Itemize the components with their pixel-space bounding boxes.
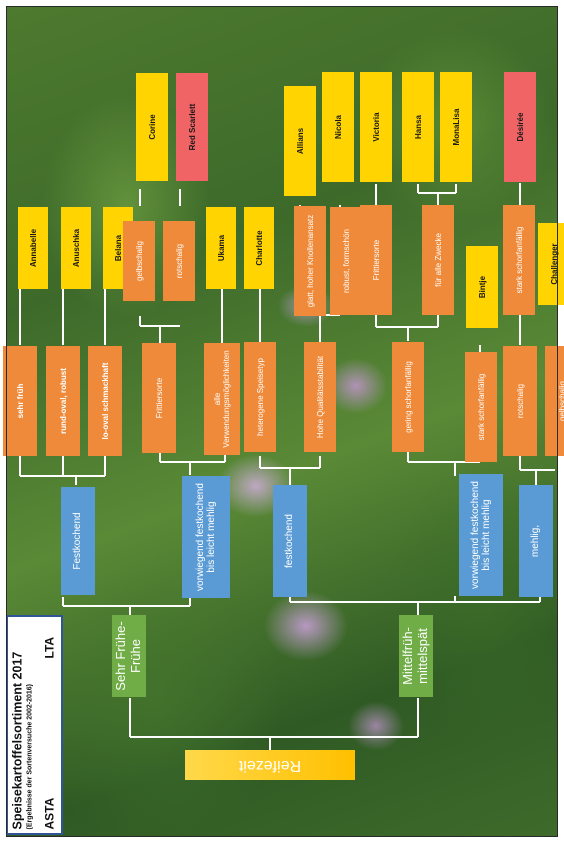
trait-lo-oval-schmackhaft: lo-oval schmackhaft xyxy=(88,346,122,456)
trait-alle-verwendungsmoeglichkeiten: alle Verwendungsmöglichkeiten xyxy=(204,343,240,455)
trait-stark-schorfanfaellig-1: stark schorfanfällig xyxy=(465,352,497,462)
trait-robust-formschoen: robust, formschön xyxy=(330,207,362,315)
trait-rund-oval-robust: rund-oval, robust xyxy=(46,346,80,456)
page-subtitle: (Ergebnisse der Sortenversuche 2002-2016… xyxy=(26,683,34,830)
trait-rotschalig-1: rotschalig xyxy=(163,221,195,301)
variety-challenger: Challenger xyxy=(538,223,564,305)
trait-sehr-frueh: sehr früh xyxy=(3,346,37,456)
cooking-mehlig-late: mehlig, xyxy=(519,485,553,597)
variety-desiree: Désirée xyxy=(504,72,536,182)
page-title: Speisekartoffelsortiment 2017 xyxy=(10,651,25,830)
variety-corine: Corine xyxy=(136,73,168,181)
cooking-vorwiegend-early: vorwiegend festkochend bis leicht mehlig xyxy=(182,476,230,598)
trait-heterogene-speisetyp: heterogene Speisetyp xyxy=(244,342,276,452)
trait-gelbschalig-1: gelbschalig xyxy=(123,221,155,301)
cooking-festkochend-late: festkochend xyxy=(273,485,307,597)
maturity-mittelfrueh-mittelspaet: Mittelfrüh-mittelspät xyxy=(399,615,433,697)
trait-gelbschalig-2: gelbschalig xyxy=(545,346,564,456)
org-asta: ASTA xyxy=(42,797,57,830)
variety-annabelle: Annabelle xyxy=(18,207,48,289)
trait-glatt-hoher-knollenansatz: glatt, hoher Knollenansatz xyxy=(294,206,326,316)
trait-hohe-qualitaetsstabilitaet: Hohe Qualitätsstabilität xyxy=(304,342,336,452)
variety-allians: Allians xyxy=(284,86,316,196)
variety-charlotte: Charlotte xyxy=(244,207,274,289)
variety-hansa: Hansa xyxy=(402,72,434,182)
variety-nicola: Nicola xyxy=(322,72,354,182)
cooking-festkochend-early: Festkochend xyxy=(61,487,95,595)
title-panel: Speisekartoffelsortiment 2017 (Ergebniss… xyxy=(6,615,63,835)
variety-victoria: Victoria xyxy=(360,72,392,182)
trait-frittiersorte-late: Frittiersorte xyxy=(360,205,392,315)
org-lta: LTA xyxy=(42,636,57,659)
root-reifezeit: Reifezeit xyxy=(185,750,355,780)
trait-rotschalig-2: rotschalig xyxy=(503,346,537,456)
trait-fuer-alle-zwecke: für alle Zwecke xyxy=(422,205,454,315)
variety-ukama: Ukama xyxy=(206,207,236,289)
trait-frittiersorte-early: Frittiersorte xyxy=(142,343,176,453)
variety-anuschka: Anuschka xyxy=(61,207,91,289)
variety-monalisa: MonaLisa xyxy=(440,72,472,182)
cooking-vorwiegend-late: vorwiegend festkochend bis leicht mehlig xyxy=(459,474,503,596)
trait-gering-schorfanfaellig: gering schorfanfällig xyxy=(392,342,424,452)
variety-bintje: Bintje xyxy=(466,246,498,328)
maturity-sehr-fruehe-fruehe: Sehr Frühe-Frühe xyxy=(112,615,146,697)
variety-red-scarlett: Red Scarlett xyxy=(176,73,208,181)
trait-stark-schorfanfaellig-2: stark schorfanfällig xyxy=(503,205,535,315)
